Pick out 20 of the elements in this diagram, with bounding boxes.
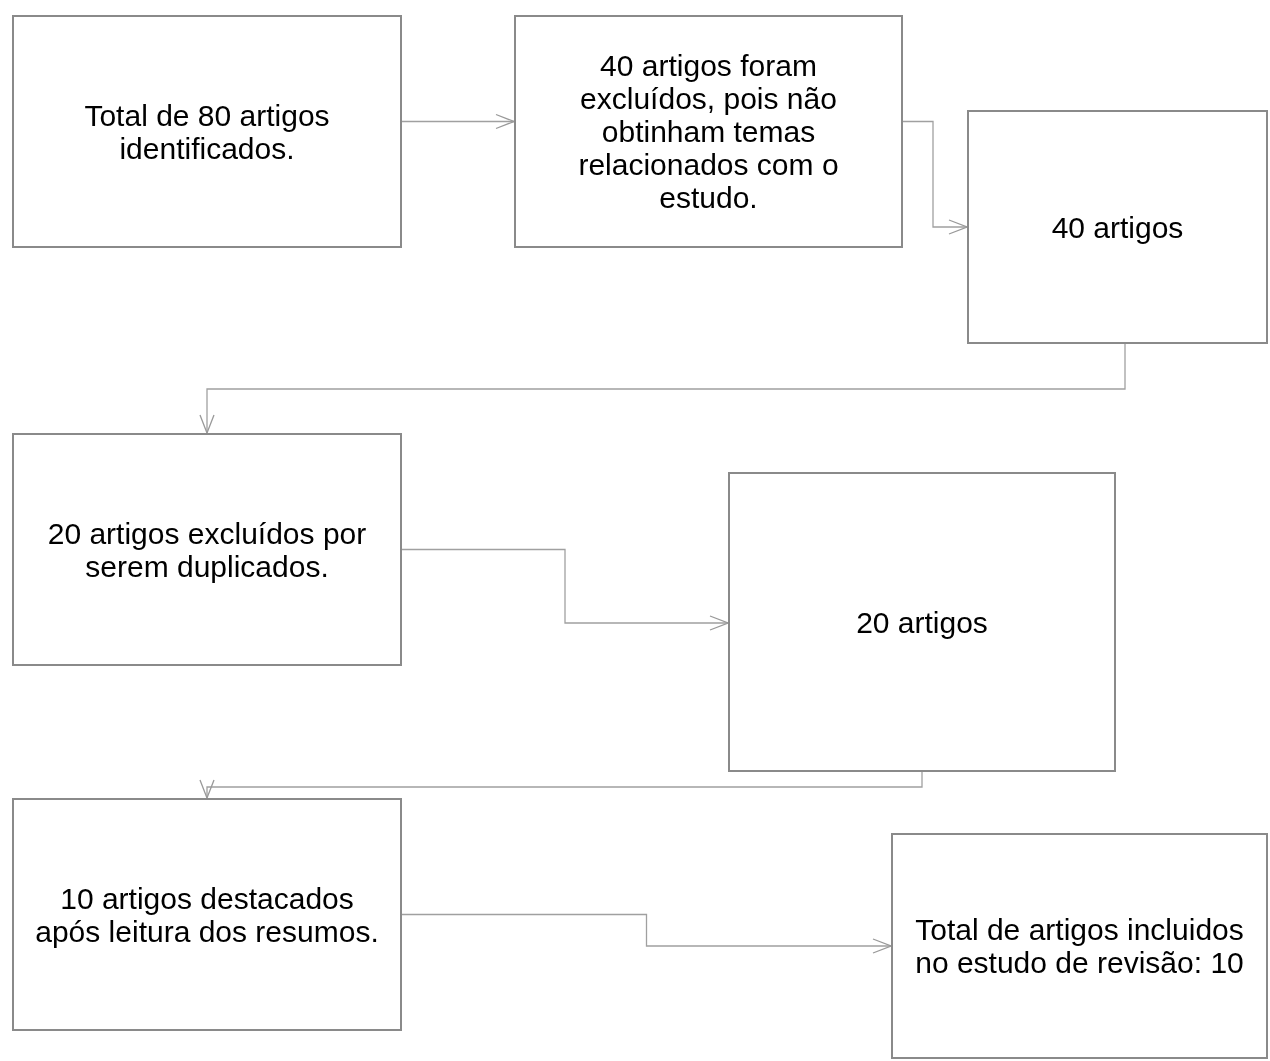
- arrow: [199, 343, 1126, 434]
- box-text: 10 artigos destacados após leitura dos resumos.: [34, 881, 380, 948]
- arrow: [401, 548, 729, 631]
- arrow: [401, 113, 515, 130]
- arrow: [902, 120, 968, 235]
- process-box: [514, 15, 903, 248]
- box-text: 20 artigos excluídos por serem duplicados.: [46, 516, 368, 583]
- box-text: 20 artigos: [856, 605, 988, 639]
- box-text: 40 artigos: [1051, 210, 1184, 244]
- box-text: Total de 80 artigos identificados.: [83, 98, 331, 165]
- process-box: [12, 433, 402, 666]
- box-text: 40 artigos foram excluídos, pois não obtinham temas relacionados com o estudo.: [577, 49, 840, 214]
- arrow: [401, 913, 892, 954]
- process-box: [891, 833, 1268, 1059]
- box-text: Total de artigos incluidos no estudo de revisão: 10: [914, 913, 1245, 979]
- process-box: [967, 110, 1268, 344]
- process-box: [12, 798, 402, 1031]
- arrow: [199, 771, 923, 799]
- process-box: [728, 472, 1116, 772]
- process-box: [12, 15, 402, 248]
